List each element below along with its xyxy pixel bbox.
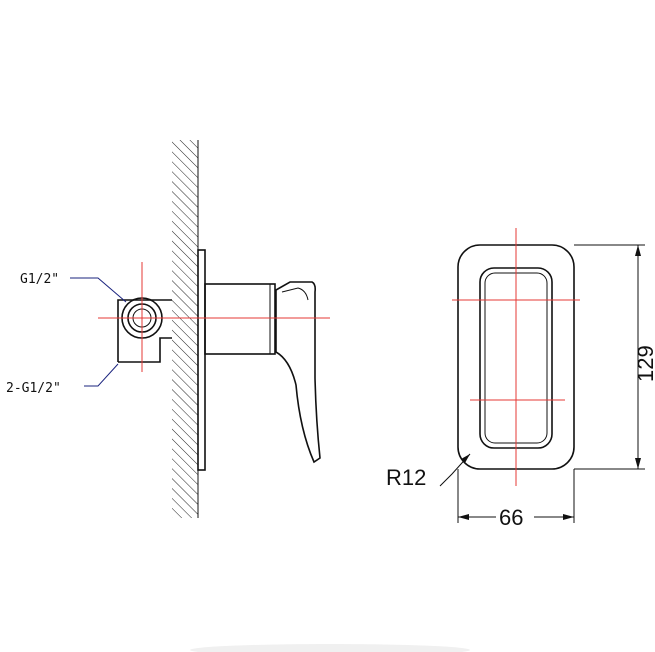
- thread-label-top: G1/2": [20, 272, 59, 287]
- cover-plate: [197, 249, 206, 471]
- thread-annotations: G1/2" 2-G1/2": [6, 272, 127, 396]
- spindle-body: [204, 283, 276, 355]
- floor-shadow: [190, 644, 470, 652]
- height-label: 129: [633, 345, 655, 382]
- front-view: 129 66 R12: [386, 228, 655, 530]
- side-centerlines: [98, 262, 330, 372]
- thread-label-bottom: 2-G1/2": [6, 381, 61, 396]
- height-dimension: 129: [574, 244, 655, 470]
- width-dimension: 66: [457, 469, 575, 530]
- width-label: 66: [499, 505, 523, 530]
- side-view: G1/2" 2-G1/2": [6, 140, 330, 518]
- radius-callout: R12: [386, 453, 471, 490]
- valve-body: [117, 290, 172, 363]
- front-centerlines: [452, 228, 580, 486]
- radius-label: R12: [386, 465, 426, 490]
- lever-handle: [275, 281, 321, 464]
- wall-hatching: [172, 140, 199, 518]
